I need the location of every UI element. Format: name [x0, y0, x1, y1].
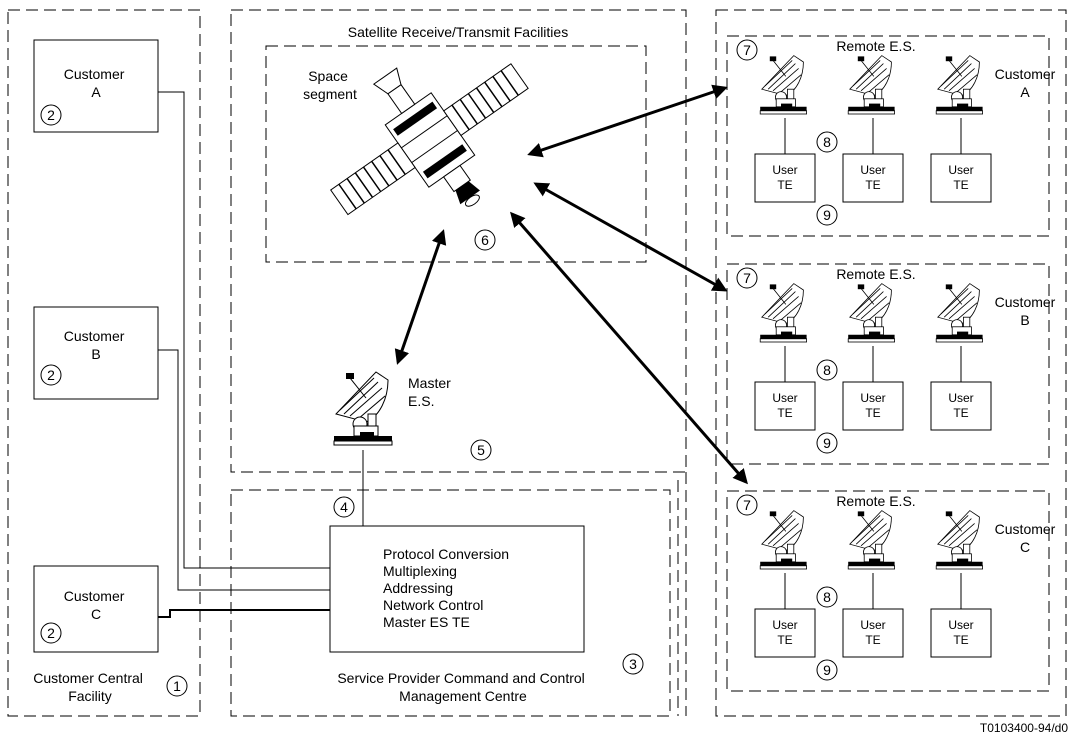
remote-es-title: Remote E.S.: [836, 38, 915, 54]
customer-facility-region: Customer Central Facility 1: [7, 9, 201, 717]
remote-es-title: Remote E.S.: [836, 493, 915, 509]
marker-9: 9: [816, 204, 838, 226]
svg-text:Customer A: Customer A: [64, 66, 129, 100]
control-functions-box[interactable]: Protocol Conversion Multiplexing Address…: [329, 525, 585, 653]
satellite-links: [394, 84, 748, 485]
dish-antenna-icon: [935, 510, 983, 570]
svg-text:2: 2: [47, 367, 55, 383]
marker-7: 7: [736, 494, 758, 516]
marker-8: 8: [816, 586, 838, 608]
space-segment-label: Space segment: [303, 68, 357, 102]
satellite-icon: [330, 63, 529, 216]
service-provider-label: Service Provider Command and Control Man…: [337, 670, 588, 704]
svg-text:2: 2: [47, 107, 55, 123]
dish-antenna-icon: [847, 55, 895, 115]
marker-8: 8: [816, 359, 838, 381]
marker-1: 1: [166, 675, 188, 697]
link-remote-a: [527, 84, 728, 158]
marker-4: 4: [333, 496, 355, 518]
svg-text:7: 7: [743, 270, 751, 286]
svg-text:9: 9: [823, 207, 831, 223]
dish-antenna-icon: [847, 283, 895, 343]
marker-9: 9: [816, 659, 838, 681]
svg-text:Customer C: Customer C: [64, 588, 129, 622]
master-es-dish-icon: [333, 371, 393, 446]
svg-text:9: 9: [823, 435, 831, 451]
svg-text:7: 7: [743, 497, 751, 513]
dish-antenna-icon: [759, 283, 807, 343]
remote-region-outer: [715, 9, 1067, 717]
marker-8: 8: [816, 131, 838, 153]
control-functions-list: Protocol Conversion Multiplexing Address…: [383, 546, 513, 630]
marker-3: 3: [622, 653, 644, 675]
customer-c-box[interactable]: Customer C 2: [33, 565, 159, 653]
svg-text:3: 3: [629, 656, 637, 672]
remote-es-title: Remote E.S.: [836, 266, 915, 282]
marker-7: 7: [736, 39, 758, 61]
dish-antenna-icon: [935, 55, 983, 115]
svg-text:7: 7: [743, 42, 751, 58]
svg-text:9: 9: [823, 662, 831, 678]
customer-b-box[interactable]: Customer B 2: [33, 306, 159, 400]
dish-antenna-icon: [935, 283, 983, 343]
link-master-satellite: [394, 229, 447, 365]
dish-antenna-icon: [759, 510, 807, 570]
dish-antenna-icon: [759, 55, 807, 115]
figure-id: T0103400-94/d0: [980, 721, 1068, 735]
dish-antenna-icon: [847, 510, 895, 570]
svg-text:1: 1: [173, 678, 181, 694]
svg-text:6: 6: [481, 232, 489, 248]
marker-7: 7: [736, 267, 758, 289]
marker-9: 9: [816, 432, 838, 454]
marker-5: 5: [470, 439, 492, 461]
marker-6: 6: [474, 229, 496, 251]
customer-a-box[interactable]: Customer A 2: [33, 39, 159, 133]
customer-facility-label: Customer Central Facility: [33, 670, 147, 704]
svg-text:4: 4: [340, 499, 348, 515]
svg-text:8: 8: [823, 134, 831, 150]
link-remote-c: [510, 211, 748, 485]
satellite-facilities-region: Satellite Receive/Transmit Facilities: [230, 9, 687, 473]
service-provider-region: Service Provider Command and Control Man…: [230, 472, 687, 717]
master-es-label: Master E.S.: [408, 375, 455, 409]
svg-text:2: 2: [47, 625, 55, 641]
svg-text:8: 8: [823, 362, 831, 378]
satellite-facilities-title: Satellite Receive/Transmit Facilities: [348, 24, 568, 40]
svg-text:8: 8: [823, 589, 831, 605]
customer-links: [158, 91, 330, 618]
svg-text:Customer B: Customer B: [64, 328, 129, 362]
svg-text:5: 5: [477, 442, 485, 458]
